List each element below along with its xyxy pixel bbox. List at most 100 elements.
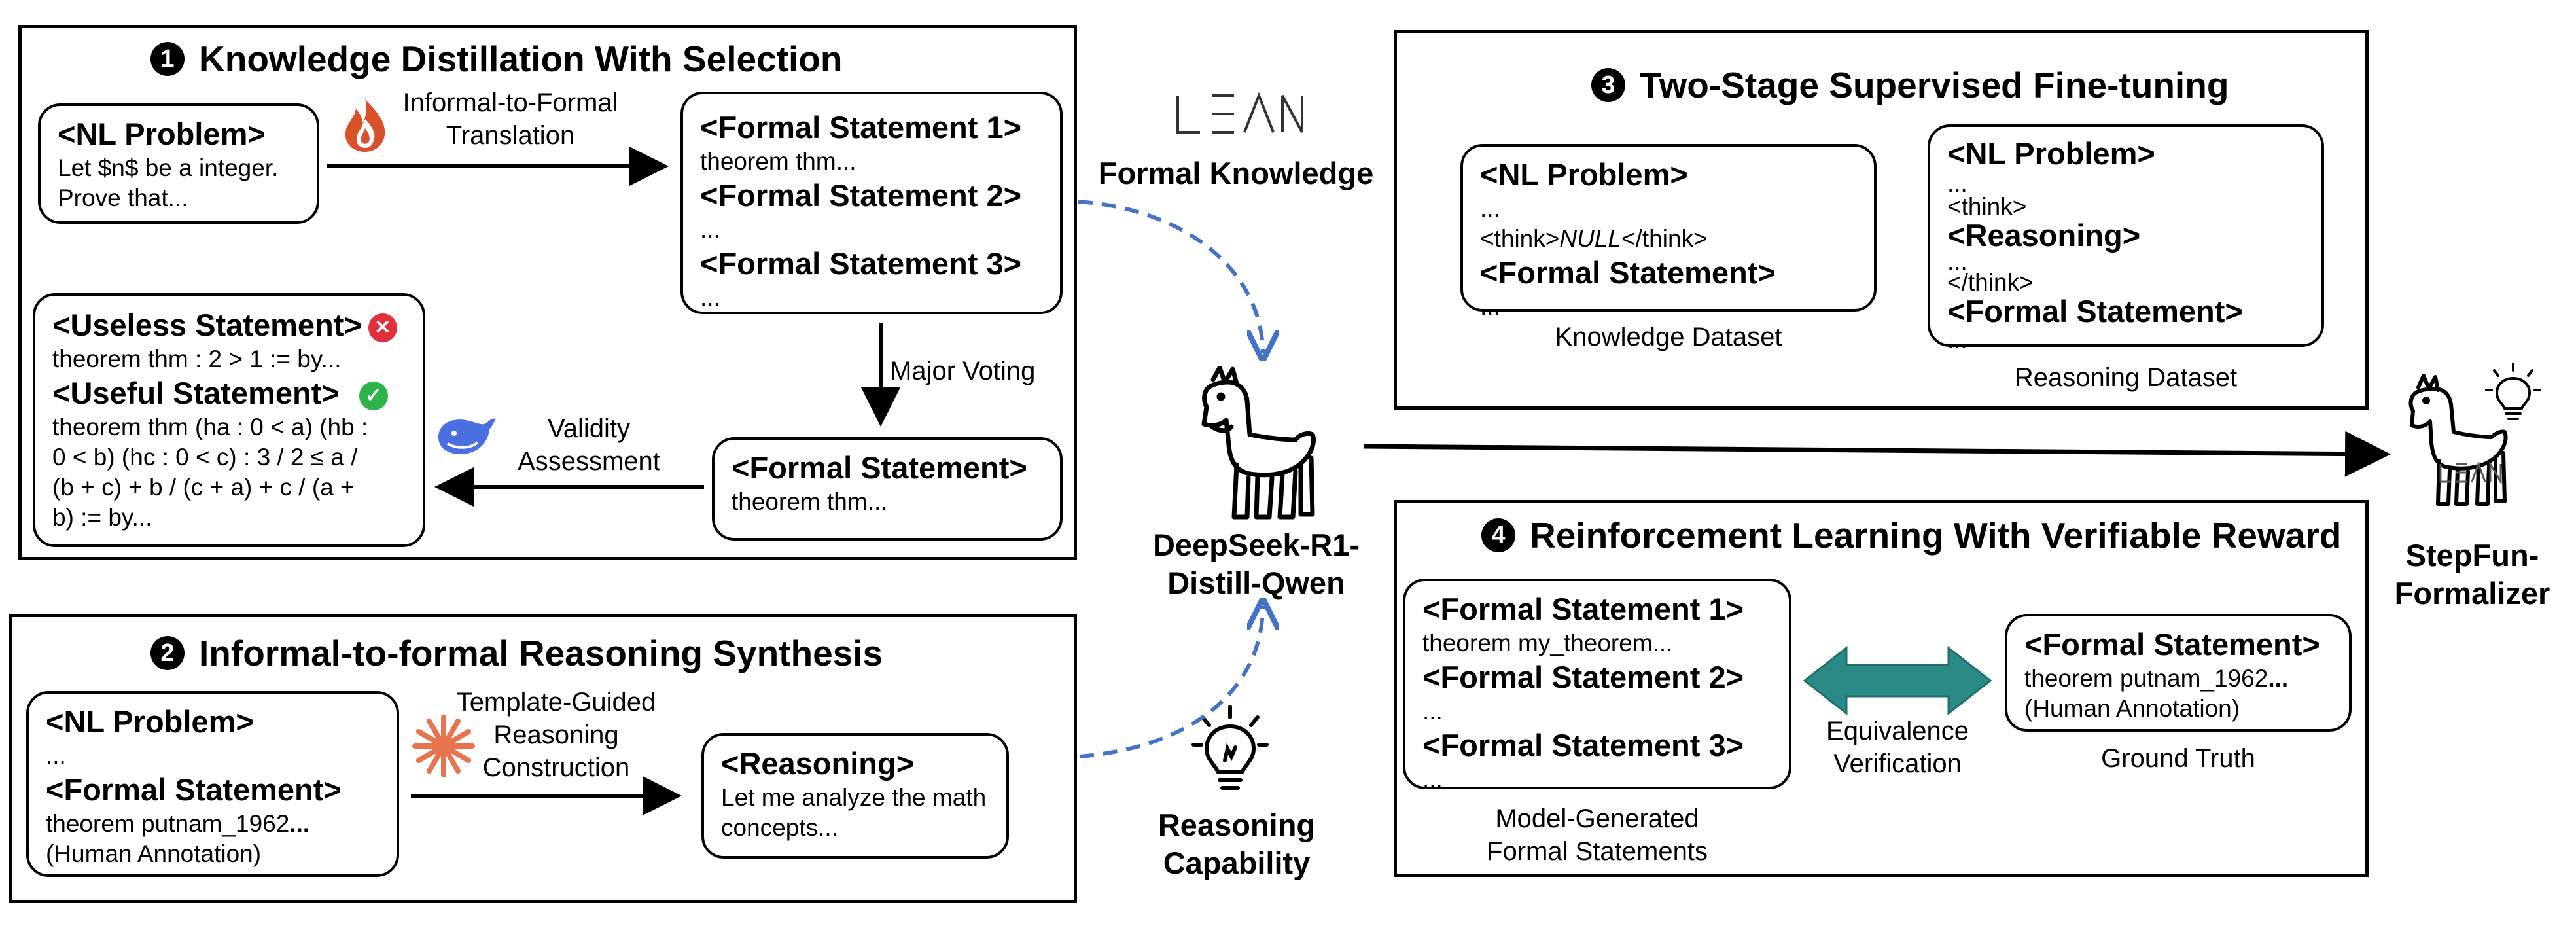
knowledge-think-line: <think>NULL</think> (1480, 224, 1857, 254)
useful-statement-row: <Useful Statement>✓ (52, 374, 406, 412)
generated-statement-3-text: ... (1422, 766, 1443, 793)
formal-statement-3-text: ... (700, 284, 720, 311)
panel2-title-text: Informal-to-formal Reasoning Synthesis (199, 633, 883, 673)
generated-statement-3-head: <Formal Statement 3> (1422, 728, 1744, 762)
generated-statements-line1: Model-Generated (1495, 804, 1699, 833)
generated-statement-2-head: <Formal Statement 2> (1422, 660, 1744, 694)
nl-problem-head: <NL Problem> (58, 116, 266, 151)
reasoning-capability-line1: Reasoning (1157, 808, 1316, 842)
whale-icon (434, 411, 499, 459)
knowledge-dataset-box: <NL Problem> ... <think>NULL</think> <Fo… (1460, 144, 1877, 320)
useful-statement-line3: (b + c) + b / (c + a) + c / (a + (52, 474, 355, 501)
knowledge-nl-head: <NL Problem> (1480, 157, 1688, 192)
knowledge-think-open: <think> (1480, 225, 1560, 252)
panel4-title: 4 Reinforcement Learning With Verifiable… (1481, 514, 2341, 556)
reject-icon: ✕ (368, 313, 397, 342)
reasoning-line1: Let me analyze the math (721, 784, 987, 811)
reasoning-dataset-label: Reasoning Dataset (2014, 363, 2238, 392)
selected-statement-box: <Formal Statement> theorem thm... (712, 437, 1063, 541)
base-model-line1: DeepSeek-R1- (1152, 527, 1360, 562)
useless-statement-text: theorem thm : 2 > 1 := by... (52, 346, 342, 372)
formal-knowledge-label: Formal Knowledge (1098, 156, 1374, 190)
panel2-input-box: <NL Problem> ... <Formal Statement> theo… (26, 691, 399, 877)
nl-problem-line1: Let $n$ be a integer. (58, 154, 279, 181)
template-label-line2: Reasoning (493, 721, 619, 749)
panel1-number: 1 (150, 42, 185, 76)
panel3-number: 3 (1591, 68, 1625, 102)
template-label: Template-Guided Reasoning Construction (445, 686, 667, 784)
template-label-line3: Construction (482, 753, 630, 782)
reasoning-capability-line2: Capability (1163, 846, 1311, 880)
formal-statement-1-head: <Formal Statement 1> (700, 110, 1022, 145)
knowledge-nl-text: ... (1480, 195, 1500, 222)
ground-truth-theorem-ellipsis: ... (2268, 665, 2289, 692)
reasoning-reasoning-head: <Reasoning> (1947, 218, 2141, 253)
equivalence-label: Equivalence Verification (1793, 715, 2002, 780)
panel3-title: 3 Two-Stage Supervised Fine-tuning (1591, 64, 2229, 106)
reasoning-formal-head: <Formal Statement> (1947, 294, 2243, 329)
output-lean-logo (2438, 460, 2503, 486)
reasoning-capability-label: Reasoning Capability (1112, 806, 1361, 882)
generated-statement-1-text: theorem my_theorem... (1422, 630, 1673, 656)
reasoning-head: <Reasoning> (721, 746, 915, 781)
ground-truth-theorem-name: theorem putnam_1962 (2024, 665, 2268, 692)
llama-icon (1184, 365, 1328, 524)
panel2-theorem-name: theorem putnam_1962 (46, 810, 290, 837)
reasoning-nl-text: ... (1947, 170, 1967, 197)
nl-problem-line2: Prove that... (58, 185, 188, 211)
panel2-formal-statement-head: <Formal Statement> (46, 772, 342, 807)
useless-statement-head: <Useless Statement> (52, 308, 362, 342)
ground-truth-annotation: (Human Annotation) (2024, 695, 2240, 722)
ground-truth-theorem: theorem putnam_1962... (2024, 664, 2332, 694)
formal-statements-box: <Formal Statement 1> theorem thm... <For… (680, 92, 1063, 314)
validity-label-line2: Assessment (518, 447, 660, 476)
generated-statement-1-head: <Formal Statement 1> (1422, 592, 1744, 626)
equivalence-line2: Verification (1833, 749, 1962, 778)
formal-statement-1-text: theorem thm... (700, 148, 856, 175)
generated-statements-label: Model-Generated Formal Statements (1403, 802, 1791, 868)
panel4-title-text: Reinforcement Learning With Verifiable R… (1530, 515, 2342, 556)
nl-problem-box: <NL Problem> Let $n$ be a integer. Prove… (38, 103, 319, 224)
dashed-arrow-formal-knowledge (1078, 200, 1263, 353)
panel2-human-annotation: (Human Annotation) (46, 840, 262, 867)
panel3-title-text: Two-Stage Supervised Fine-tuning (1640, 65, 2229, 105)
ground-truth-head: <Formal Statement> (2024, 627, 2320, 662)
useful-statement-line2: 0 < b) (hc : 0 < c) : 3 / 2 ≤ a / (52, 444, 358, 471)
reasoning-reasoning-text: ... (1947, 248, 1967, 275)
template-label-line1: Template-Guided (456, 688, 656, 717)
formal-statement-2-text: ... (700, 216, 720, 243)
panel2-nl-problem-text: ... (46, 742, 66, 769)
panel2-nl-problem-head: <NL Problem> (46, 704, 254, 739)
formal-statement-3-head: <Formal Statement 3> (700, 246, 1022, 281)
equivalence-line1: Equivalence (1826, 717, 1969, 745)
useful-statement-head: <Useful Statement> (52, 376, 340, 410)
lightbulb-icon (1191, 704, 1269, 796)
useful-statement-line1: theorem thm (ha : 0 < a) (hb : (52, 414, 368, 440)
generated-statement-2-text: ... (1422, 698, 1443, 724)
panel2-title: 2 Informal-to-formal Reasoning Synthesis (150, 632, 883, 674)
validity-label: Validity Assessment (497, 412, 680, 478)
output-model-label: StepFun- Formalizer (2369, 537, 2576, 613)
dashed-arrow-reasoning (1079, 606, 1263, 758)
panel1-title: 1 Knowledge Distillation With Selection (150, 38, 842, 80)
panel1-title-text: Knowledge Distillation With Selection (199, 39, 843, 79)
panel2-number: 2 (150, 636, 185, 670)
knowledge-formal-head: <Formal Statement> (1480, 255, 1776, 290)
output-model-line2: Formalizer (2394, 576, 2550, 611)
output-lightbulb-icon (2485, 361, 2541, 424)
generated-statements-box: <Formal Statement 1> theorem my_theorem.… (1403, 579, 1791, 793)
translation-label-line1: Informal-to-Formal (402, 88, 618, 117)
validity-label-line1: Validity (548, 414, 630, 443)
panel2-formal-statement-text: theorem putnam_1962... (46, 809, 379, 839)
knowledge-null-token: NULL (1559, 225, 1621, 252)
reasoning-line2: concepts... (721, 814, 838, 841)
output-model-line1: StepFun- (2405, 538, 2539, 573)
selected-statement-head: <Formal Statement> (732, 450, 1027, 485)
formal-statement-2-head: <Formal Statement 2> (700, 178, 1022, 213)
sparkle-ray (441, 729, 472, 749)
equivalence-double-arrow (1803, 645, 1992, 716)
generated-statements-line2: Formal Statements (1487, 837, 1708, 866)
reasoning-think-close: </think> (1947, 269, 2034, 296)
selected-statement-text: theorem thm... (732, 488, 888, 515)
